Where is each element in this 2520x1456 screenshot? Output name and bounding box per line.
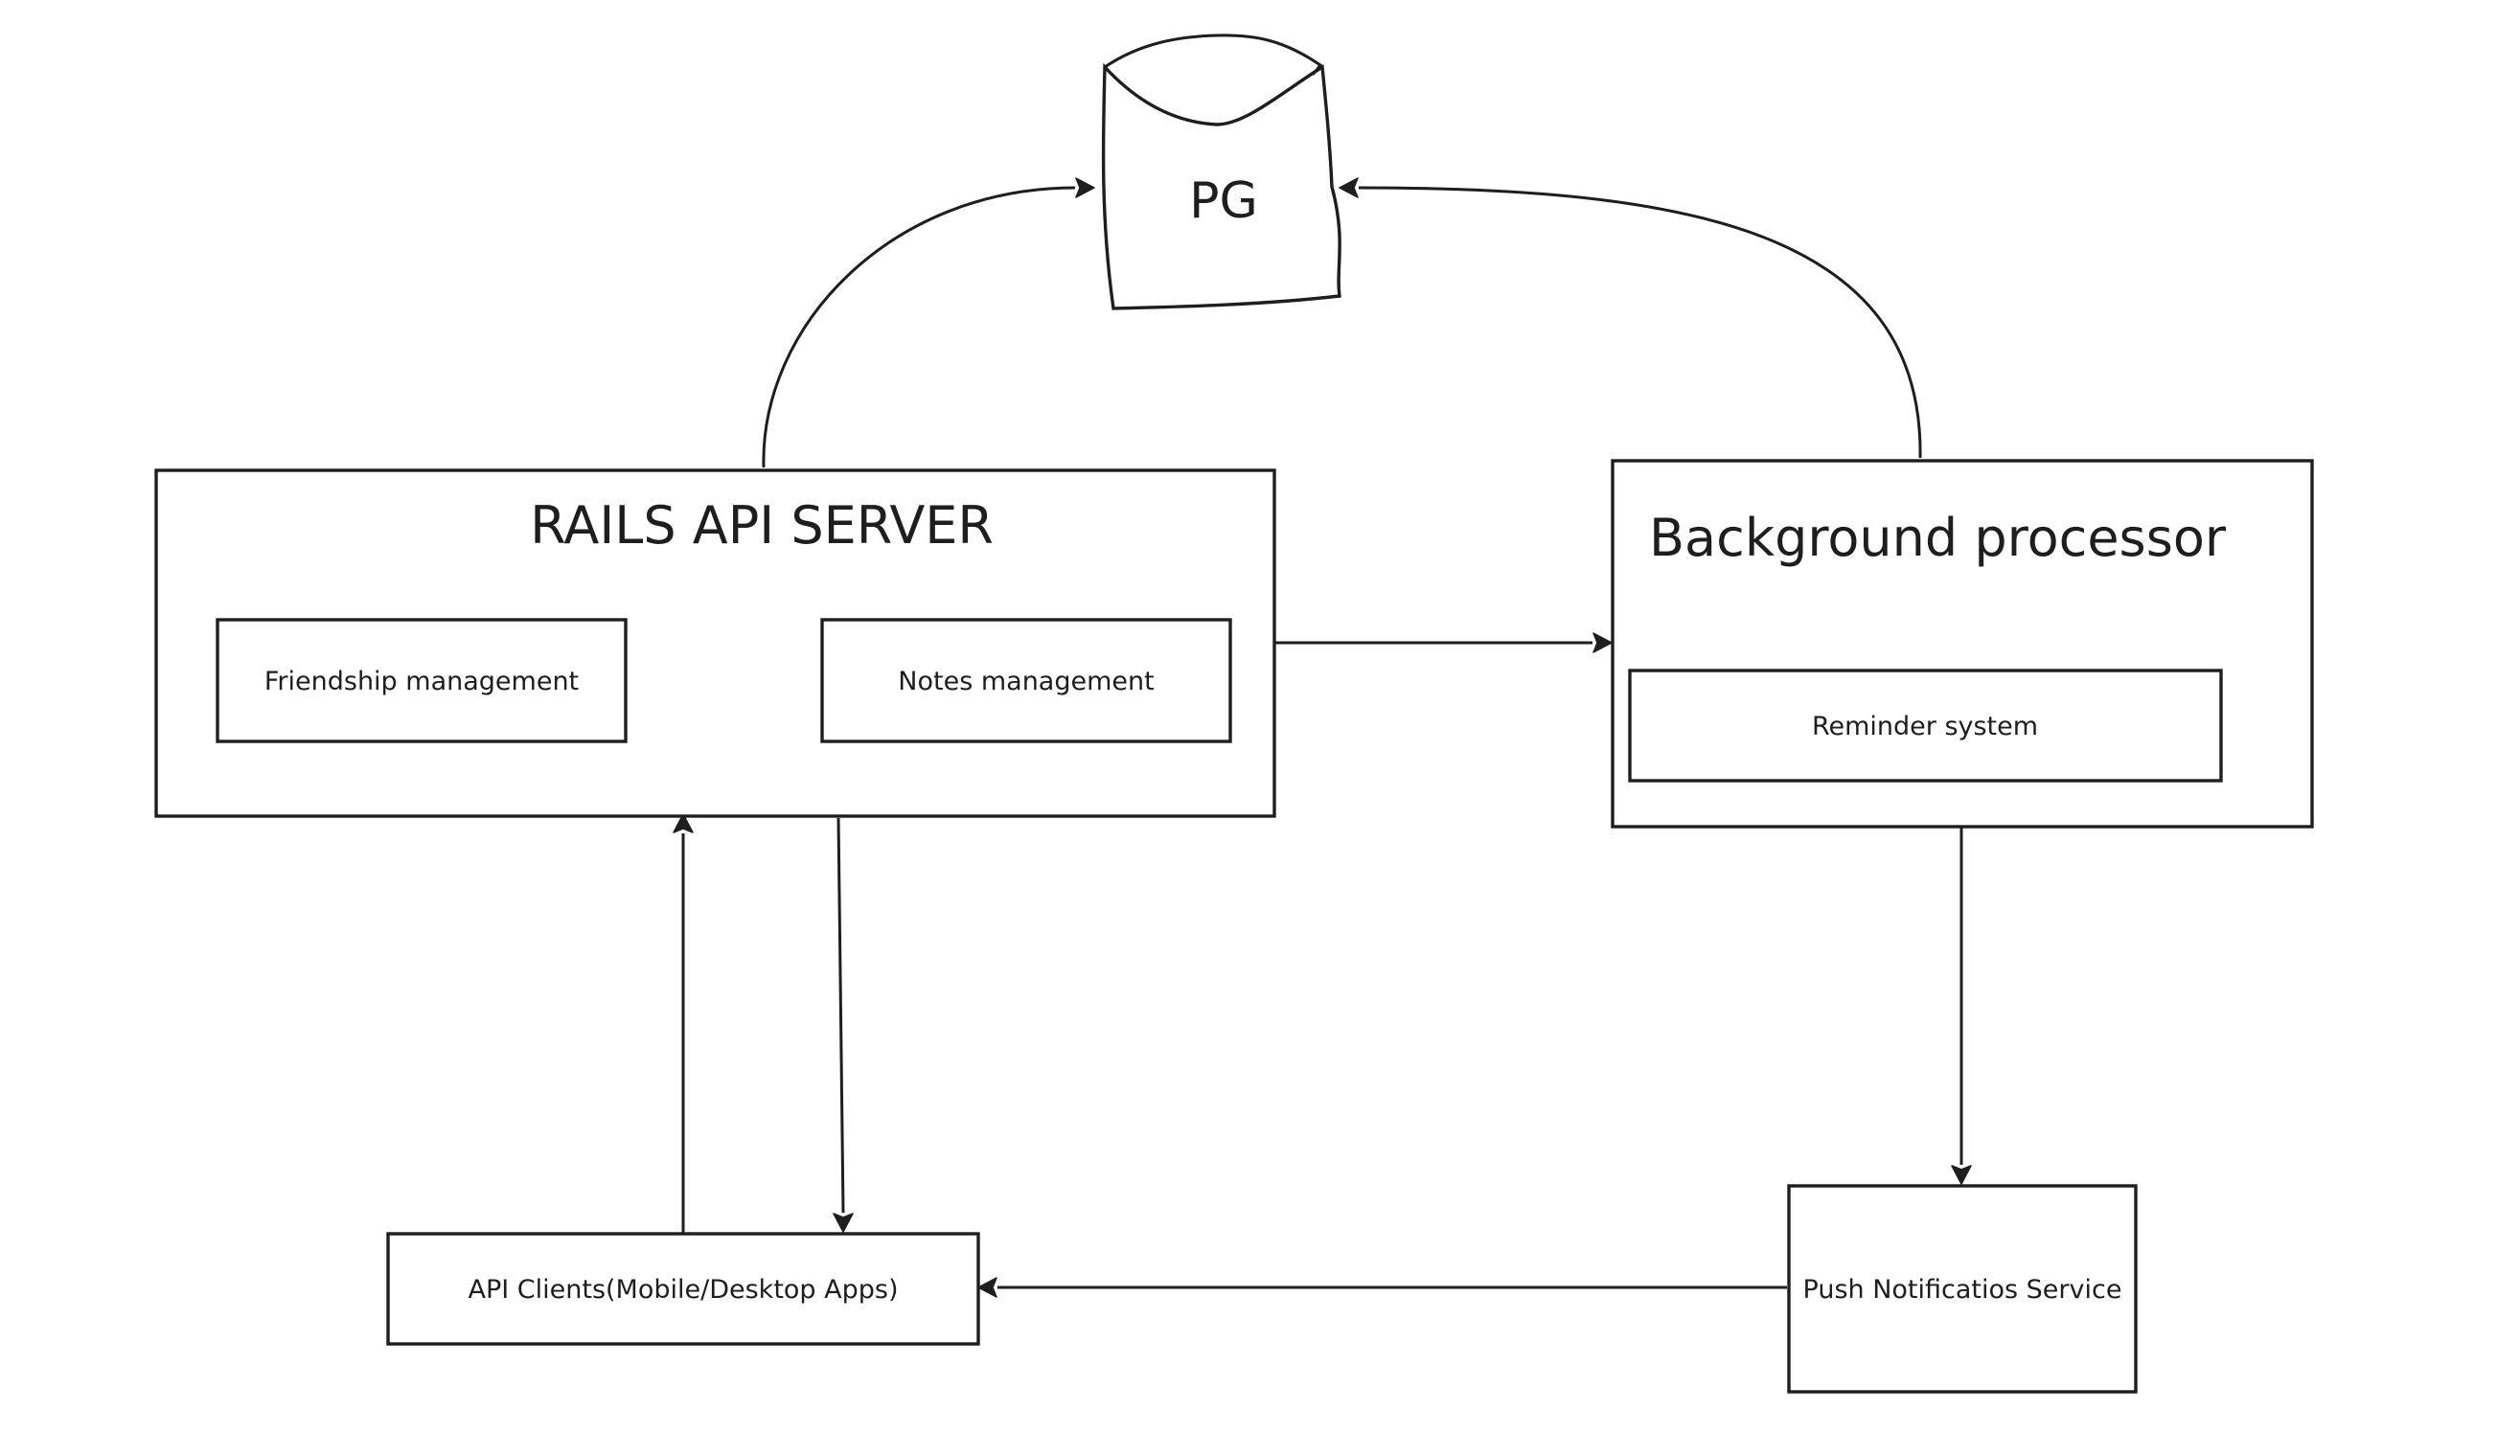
rails-api-server-node[interactable]: RAILS API SERVER Friendship management N… [154,468,1276,818]
rails-api-server-title: RAILS API SERVER [530,495,994,556]
edge-push-to-clients [977,1277,1787,1298]
arrowhead-icon [1592,632,1613,653]
arrowhead-icon [673,813,694,833]
database-node[interactable]: PG [1101,34,1341,310]
database-cylinder-icon [1101,62,1341,310]
edge-clients-to-rails [673,813,694,1233]
database-rim [1104,34,1323,76]
arrowhead-icon [833,1213,854,1233]
background-processor-title: Background processor [1649,508,2227,568]
background-processor-node[interactable]: Background processor Reminder system [1611,459,2314,829]
api-clients-label: API Clients(Mobile/Desktop Apps) [468,1275,898,1305]
friendship-management-box [216,618,628,743]
friendship-management-label: Friendship management [264,667,579,696]
reminder-system-label: Reminder system [1812,712,2038,741]
notes-management-label: Notes management [898,667,1154,696]
arrowhead-icon [1339,177,1359,198]
api-clients-node[interactable]: API Clients(Mobile/Desktop Apps) [386,1232,980,1346]
push-notifications-service-box [1787,1184,2138,1394]
reminder-system-node[interactable]: Reminder system [1628,669,2223,783]
edge-background-to-pg [1339,177,1922,459]
push-notifications-service-node[interactable]: Push Notificatios Service [1787,1184,2138,1394]
friendship-management-node[interactable]: Friendship management [216,618,628,743]
edge-rails-to-clients [833,817,854,1233]
arrowhead-icon [977,1277,997,1298]
edge-rails-to-pg [762,177,1095,468]
edge-rails-to-background [1275,632,1613,653]
push-notifications-service-label: Push Notificatios Service [1803,1275,2122,1305]
arrowhead-icon [1075,177,1095,198]
edge-background-to-push [1951,828,1972,1185]
reminder-system-box [1628,669,2223,783]
edges [673,177,1972,1298]
arrowhead-icon [1951,1165,1972,1185]
api-clients-box [386,1232,980,1346]
notes-management-box [820,618,1232,743]
notes-management-node[interactable]: Notes management [820,618,1232,743]
database-label: PG [1189,172,1258,230]
